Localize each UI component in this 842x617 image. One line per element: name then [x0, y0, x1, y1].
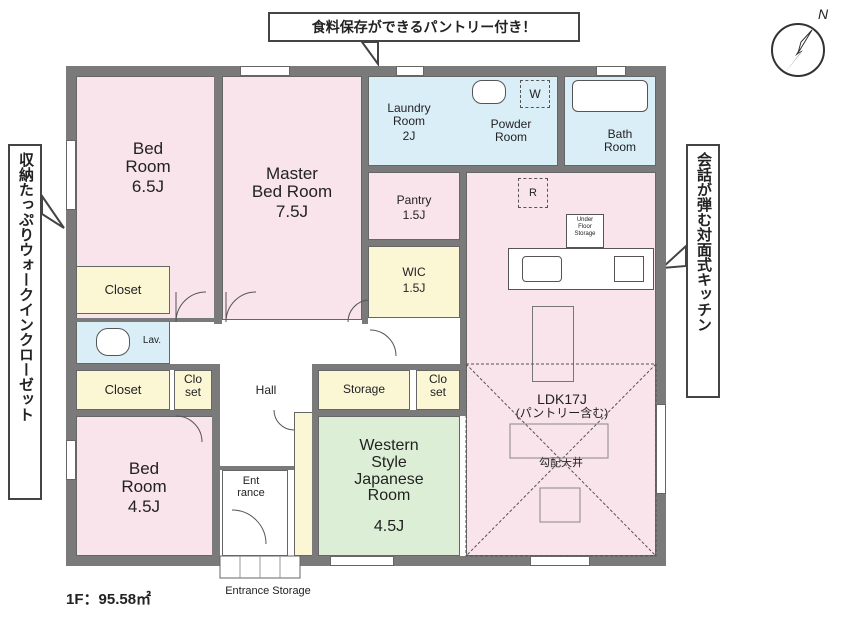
kitchen-counter — [508, 248, 654, 290]
wic-size: 1.5J — [402, 281, 426, 295]
closet-middle-left-label: Closet — [104, 382, 142, 397]
laundry-room-size: 2J — [402, 129, 416, 143]
master-bed-room — [222, 76, 362, 320]
entrance-storage — [294, 412, 314, 556]
laundry-powder-room — [368, 76, 558, 166]
japanese-room-size: 4.5J — [373, 518, 405, 535]
under-floor-storage: Under Floor Storage — [566, 214, 604, 248]
washer-icon: W — [520, 80, 550, 108]
storage — [318, 370, 410, 410]
entrance-storage-label: Entrance Storage — [225, 585, 311, 597]
closet-top-left — [76, 266, 170, 314]
interior-wall-8 — [212, 364, 220, 556]
pantry-name: Pantry — [396, 193, 432, 207]
window-left-2 — [66, 440, 76, 480]
window-top-2 — [396, 66, 424, 76]
outer-wall-left — [66, 66, 76, 566]
interior-wall-1 — [214, 76, 222, 324]
closet-middle-left — [76, 370, 170, 410]
closet-small-right-label: Clo set — [428, 372, 447, 399]
storage-label: Storage — [342, 382, 386, 396]
laundry-room-name: Laundry Room — [387, 101, 431, 128]
interior-wall-10 — [318, 364, 460, 370]
interior-wall-5 — [76, 318, 216, 322]
window-bottom-2 — [530, 556, 590, 566]
fridge-label: R — [529, 187, 537, 199]
window-top-3 — [596, 66, 626, 76]
kitchen-callout-text: 会話が弾む対面式キッチン — [695, 152, 712, 332]
master-bed-room-name: Master Bed Room — [251, 164, 333, 201]
interior-wall-14 — [216, 466, 294, 470]
compass-north-label: N — [818, 6, 829, 22]
pantry — [368, 172, 460, 240]
toilet-icon — [96, 328, 130, 356]
japanese-room-name: Western Style Japanese Room — [354, 437, 424, 505]
closet-small-left — [174, 370, 212, 410]
walk-in-closet — [368, 246, 460, 318]
wic-callout-text: 収納たっぷりウォークインクローゼット — [17, 152, 34, 422]
interior-wall-9 — [312, 364, 318, 556]
interior-wall-3 — [460, 166, 466, 416]
closet-small-left-label: Clo set — [183, 372, 202, 399]
interior-wall-13 — [368, 240, 460, 246]
window-left-1 — [66, 140, 76, 210]
bed-room-4-5-size: 4.5J — [127, 497, 161, 516]
interior-wall-6 — [76, 364, 216, 370]
washer-label: W — [529, 87, 541, 101]
japanese-room — [318, 416, 460, 556]
under-floor-storage-label: Under Floor Storage — [574, 217, 596, 238]
outer-wall-right — [656, 66, 666, 566]
interior-wall-12 — [558, 76, 564, 166]
ldk-note: (パントリー含む) — [515, 406, 609, 420]
pantry-callout: 食料保存ができるパントリー付き！ — [268, 12, 580, 42]
hall-label: Hall — [255, 383, 277, 397]
ldk-name: LDK17J — [537, 391, 587, 407]
bath-room-name: Bath Room — [603, 127, 636, 154]
entrance-label: Ent rance — [237, 475, 265, 499]
window-right-1 — [656, 404, 666, 494]
washbasin-icon — [472, 80, 506, 104]
pantry-callout-text: 食料保存ができるパントリー付き！ — [311, 19, 537, 35]
compass-rose-icon — [771, 23, 825, 77]
wic-name: WIC — [402, 265, 426, 279]
fridge-icon: R — [518, 178, 548, 208]
bed-room-4-5-name: Bed Room — [121, 459, 167, 496]
closet-top-left-label: Closet — [104, 282, 142, 297]
window-top-1 — [240, 66, 290, 76]
bed-room-6-5-size: 6.5J — [131, 177, 165, 196]
powder-room-name: Powder Room — [490, 117, 532, 144]
dining-table — [532, 306, 574, 382]
compass: N — [768, 6, 834, 78]
interior-wall-4 — [368, 166, 656, 172]
lav-label: Lav. — [142, 335, 162, 346]
interior-wall-2 — [362, 76, 368, 324]
bathtub-icon — [572, 80, 648, 112]
sink-icon — [522, 256, 562, 282]
interior-wall-7 — [76, 410, 216, 416]
ldk-ceiling: 勾配天井 — [539, 457, 583, 469]
wic-callout: 収納たっぷりウォークインクローゼット — [8, 144, 42, 500]
pantry-size: 1.5J — [402, 208, 426, 222]
bed-room-6-5-name: Bed Room — [125, 139, 171, 176]
master-bed-room-size: 7.5J — [275, 202, 309, 221]
closet-small-right — [416, 370, 460, 410]
floor-area: 1F：95.58㎡ — [66, 591, 152, 608]
window-bottom-1 — [330, 556, 394, 566]
kitchen-callout: 会話が弾む対面式キッチン — [686, 144, 720, 398]
outer-wall-top — [66, 66, 664, 76]
stove-icon — [614, 256, 644, 282]
interior-wall-11 — [318, 410, 460, 416]
